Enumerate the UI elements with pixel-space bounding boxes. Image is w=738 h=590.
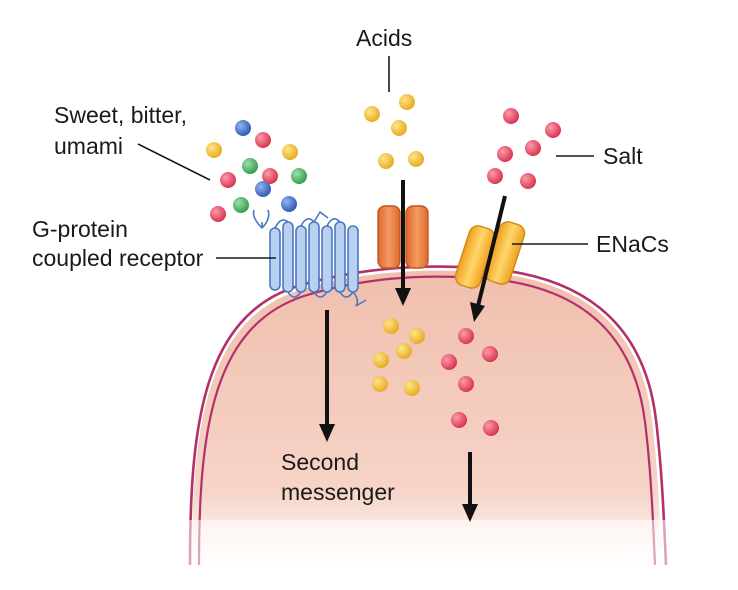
second-messenger-label-line2: messenger (281, 479, 395, 505)
salt-label: Salt (603, 143, 643, 169)
gpcr-label-line1: G-protein (32, 216, 128, 242)
second-messenger-arrow (319, 310, 335, 442)
taste-cell (192, 270, 662, 565)
sweet-bitter-umami-molecules (206, 120, 307, 222)
sweet-leader-line (137, 143, 211, 181)
salt-entry-arrow (470, 195, 507, 322)
acid-ion-channel-icon (377, 205, 429, 269)
acid-molecules-inside (372, 318, 425, 396)
acid-molecules-outside (364, 94, 424, 169)
acid-entry-arrow (395, 180, 411, 306)
enacs-label: ENaCs (596, 231, 669, 257)
salt-molecules-outside (487, 108, 561, 189)
sweet-bitter-umami-label-line2: umami (54, 133, 123, 159)
salt-downstream-arrow (462, 452, 478, 522)
g-protein-coupled-receptor-icon (252, 209, 367, 307)
second-messenger-label-line1: Second (281, 449, 359, 475)
salt-molecules-inside (441, 328, 499, 436)
gpcr-label-line2: coupled receptor (32, 245, 204, 271)
sweet-bitter-umami-label-line1: Sweet, bitter, (54, 102, 187, 128)
acids-label: Acids (356, 25, 412, 51)
